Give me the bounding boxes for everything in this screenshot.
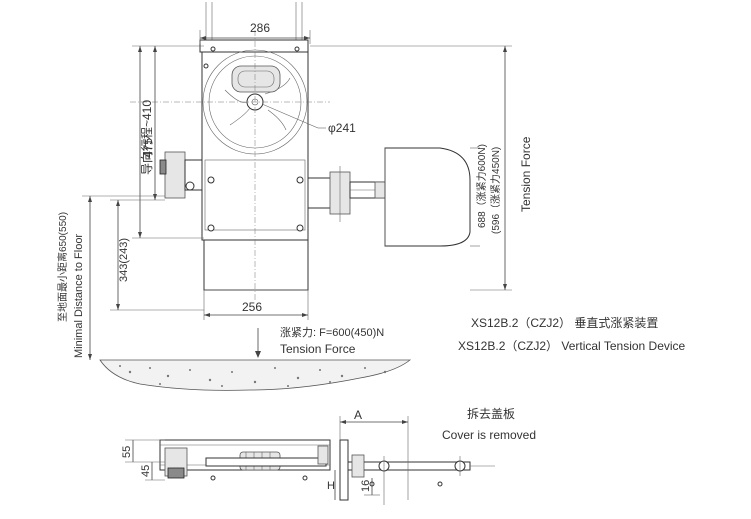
dimension-lines [82,30,512,360]
tension-cn-label: 涨紧力: F=600(450)N [280,326,384,339]
dim-plan-55: 55 [121,446,133,458]
dim-bottom-width: 256 [242,300,262,314]
dim-plan-A: A [354,408,362,422]
front-view [130,2,330,300]
device-cn-label: XS12B.2（CZJ2） 垂直式涨紧装置 [471,315,658,330]
floor [99,359,412,391]
dim-travel: 导向行程~410 [139,100,154,175]
dim-lower-height: 343(243) [118,238,130,282]
device-en-label: XS12B.2（CZJ2） Vertical Tension Device [458,339,686,353]
dim-top-width: 286 [250,21,270,35]
dim-plan-H: H [327,480,335,492]
dim-right-2: (596（涨紧力450N) [489,147,502,234]
cover-cn-label: 拆去盖板 [467,406,515,421]
plan-view [125,416,495,505]
tension-en-label: Tension Force [280,342,356,356]
tension-arm [307,147,471,247]
dim-plan-45: 45 [140,465,152,477]
cover-en-label: Cover is removed [442,428,536,442]
min-distance-cn: 至地面最小距离650(550) [56,212,69,322]
dim-diameter: φ241 [328,121,356,135]
dim-left-height: 475 [141,138,155,158]
dim-plan-16: 16 [360,480,372,492]
min-distance-en: Minimal Distance to Floor [73,234,85,358]
tension-force-vertical-label: Tension Force [519,136,533,212]
counterweight [231,65,281,93]
dim-right-1: 688（涨紧力600N) [475,144,488,228]
